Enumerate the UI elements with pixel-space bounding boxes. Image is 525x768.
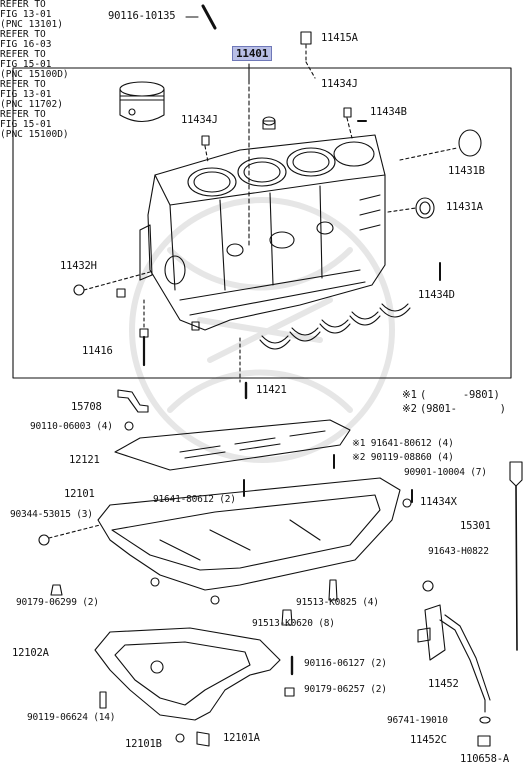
label-11401-highlighted[interactable]: 11401 [232, 46, 273, 61]
dipstick-15301 [509, 461, 523, 651]
label-91513-k0825[interactable]: 91513-K0825 (4) [296, 597, 379, 608]
ref-left-fig-15-01[interactable]: REFER TO FIG 15-01 (PNC 15100D) [0, 49, 69, 80]
label-11434j-left[interactable]: 11434J [181, 114, 218, 126]
label-11434j-right[interactable]: 11434J [321, 78, 358, 90]
label-91641-80612-4[interactable]: ※1 91641-80612 (4) [352, 438, 454, 449]
label-11452[interactable]: 11452 [428, 678, 459, 690]
label-90179-06257[interactable]: 90179-06257 (2) [304, 684, 387, 695]
label-96741-19010[interactable]: 96741-19010 [387, 715, 448, 726]
label-11434x[interactable]: 11434X [420, 496, 457, 508]
label-12121[interactable]: 12121 [69, 454, 100, 466]
label-11434b[interactable]: 11434B [370, 106, 407, 118]
label-11431a[interactable]: 11431A [446, 201, 483, 213]
label-12101a[interactable]: 12101A [223, 732, 260, 744]
seal-11431a [387, 197, 435, 219]
label-11416[interactable]: 11416 [82, 345, 113, 357]
label-91641-80612-2[interactable]: 91641-80612 (2) [153, 494, 236, 505]
watermark-emblem [129, 197, 395, 463]
label-15301[interactable]: 15301 [460, 520, 491, 532]
label-90110-06003[interactable]: 90110-06003 (4) [30, 421, 113, 432]
label-90179-06299[interactable]: 90179-06299 (2) [16, 597, 99, 608]
bolt-11416 [139, 299, 149, 367]
cylinder-block-drawing [139, 134, 386, 331]
label-90116-06127[interactable]: 90116-06127 (2) [304, 658, 387, 669]
plug-11415a [300, 31, 316, 79]
oil-pan-upper-12101 [97, 477, 401, 605]
label-12102a[interactable]: 12102A [12, 647, 49, 659]
stud-bolt [185, 4, 217, 30]
oil-pan-lower-12102a [94, 627, 281, 721]
label-91643-h0822[interactable]: 91643-H0822 [428, 546, 489, 557]
ref-fig-16-03[interactable]: REFER TO FIG 16-03 [0, 29, 52, 50]
label-90344-53015[interactable]: 90344-53015 (3) [10, 509, 93, 520]
engine-block-frame [12, 67, 512, 379]
plug-11431b [399, 129, 482, 161]
note2-mark: ※2 [402, 403, 417, 415]
label-11421[interactable]: 11421 [256, 384, 287, 396]
label-91513-k0620[interactable]: 91513-K0620 (8) [252, 618, 335, 629]
oil-baffle-12121 [114, 419, 351, 471]
label-11431b[interactable]: 11431B [448, 165, 485, 177]
ref-right-fig-13-01[interactable]: REFER TO FIG 13-01 (PNC 11702) [0, 79, 63, 110]
label-12101[interactable]: 12101 [64, 488, 95, 500]
dipstick-guide-11452 [417, 604, 491, 713]
label-90119-08860[interactable]: ※2 90119-08860 (4) [352, 452, 454, 463]
label-15708[interactable]: 15708 [71, 401, 102, 413]
ref-center-fig-15-01[interactable]: REFER TO FIG 15-01 (PNC 15100D) [0, 109, 69, 140]
label-11415a[interactable]: 11415A [321, 32, 358, 44]
label-12101b[interactable]: 12101B [125, 738, 162, 750]
label-90119-06624[interactable]: 90119-06624 (14) [27, 712, 116, 723]
note2-range: (9801- ) [420, 403, 506, 415]
note1-range: ( -9801) [420, 389, 500, 401]
ref-piston-fig-13-01[interactable]: REFER TO FIG 13-01 (PNC 13101) [0, 0, 63, 30]
crankshaft-bearings [259, 303, 411, 350]
label-11432h[interactable]: 11432H [60, 260, 97, 272]
label-11434d[interactable]: 11434D [418, 289, 455, 301]
label-90901-10004[interactable]: 90901-10004 (7) [404, 467, 487, 478]
figure-id: 110658-A [460, 753, 509, 765]
piston-drawing [119, 81, 165, 123]
label-90116-10135[interactable]: 90116-10135 [108, 10, 176, 22]
label-11452c[interactable]: 11452C [410, 734, 447, 746]
note1-mark: ※1 [402, 389, 417, 401]
